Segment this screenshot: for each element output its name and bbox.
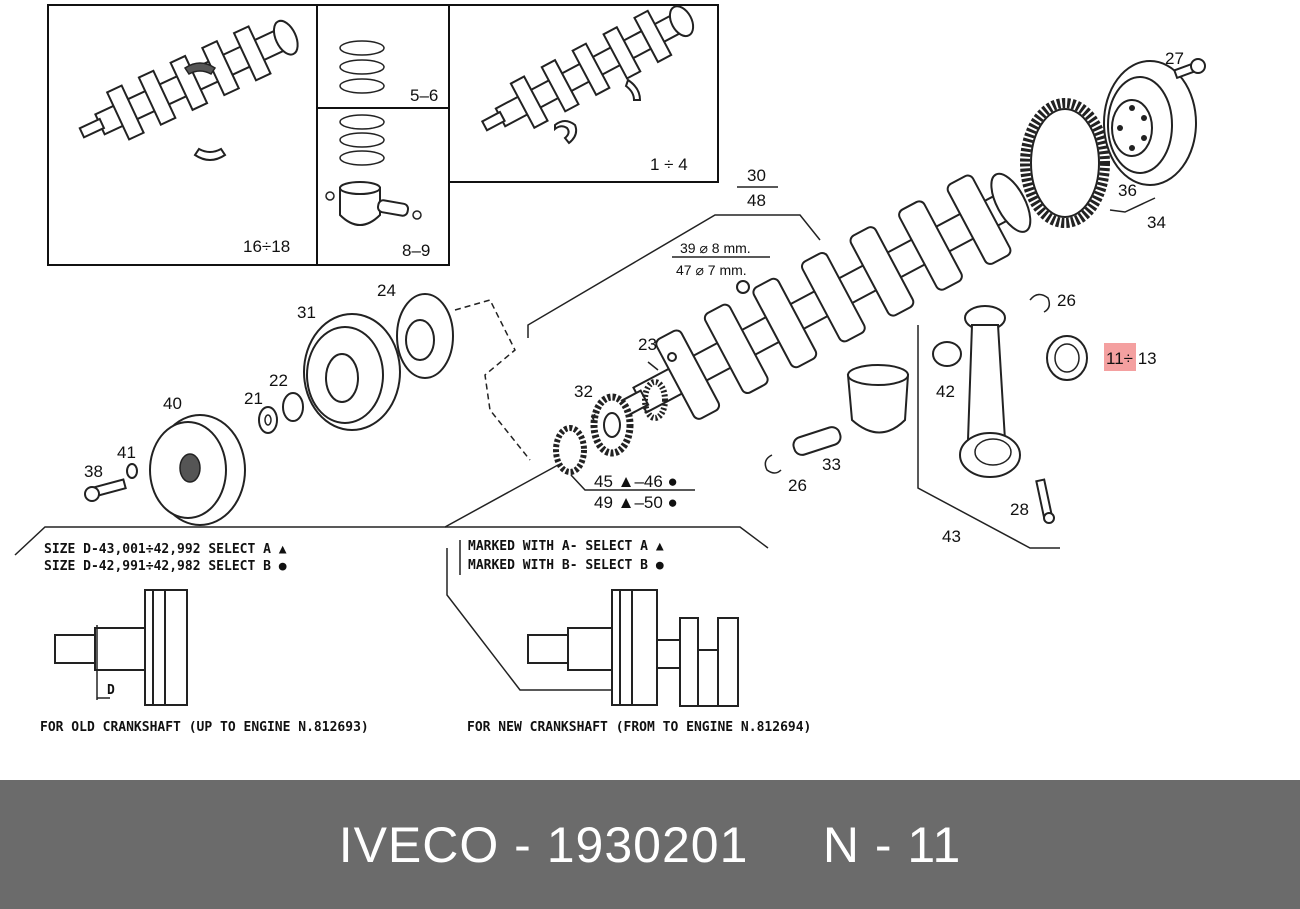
- callout-23: 23: [638, 335, 657, 354]
- gear-45[interactable]: [553, 425, 587, 475]
- caption-old-crankshaft: FOR OLD CRANKSHAFT (UP TO ENGINE N.81269…: [40, 720, 369, 735]
- callout-24: 24: [377, 281, 396, 300]
- callout-48: 48: [747, 191, 766, 210]
- callout-31: 31: [297, 303, 316, 322]
- callout-36: 36: [1118, 181, 1137, 200]
- callout-38: 38: [84, 462, 103, 481]
- footer-title: IVECO - 1930201 N - 11: [0, 780, 1300, 909]
- callout-21: 21: [244, 389, 263, 408]
- crankshaft-main[interactable]: [575, 157, 1045, 464]
- circlip-26b[interactable]: [764, 454, 782, 474]
- connecting-rod[interactable]: [959, 305, 1021, 478]
- gear-32[interactable]: [590, 393, 634, 457]
- piston[interactable]: [846, 364, 910, 434]
- callout-11-13: 11÷ 13: [1106, 349, 1157, 368]
- callout-26-upper: 26: [1057, 291, 1076, 310]
- old-crankshaft-section[interactable]: [54, 589, 188, 706]
- callout-45-46: 45 ▲–46 ●: [594, 472, 678, 491]
- damper-40[interactable]: [149, 414, 246, 526]
- callout-30: 30: [747, 166, 766, 185]
- bolt-28[interactable]: [1035, 478, 1055, 524]
- callout-34: 34: [1147, 213, 1166, 232]
- note-marked-a: MARKED WITH A- SELECT A ▲: [468, 539, 664, 554]
- callout-28: 28: [1010, 500, 1029, 519]
- callout-32: 32: [574, 382, 593, 401]
- new-crankshaft-section[interactable]: [527, 589, 739, 707]
- crank-gear-small[interactable]: [642, 379, 668, 421]
- footer-separator-2: -: [859, 816, 908, 873]
- inset-label-16-18: 16÷18: [243, 237, 290, 256]
- parts-diagram: 16÷18 5–6 8–9 1 ÷ 4: [14, 0, 1206, 735]
- dowel-pin[interactable]: [736, 280, 750, 294]
- ring-gear[interactable]: [1020, 98, 1110, 228]
- flywheel[interactable]: [1103, 60, 1197, 186]
- callout-27: 27: [1165, 49, 1184, 68]
- bolt-38[interactable]: [84, 478, 127, 502]
- footer-position: N: [822, 816, 860, 873]
- callout-49-50: 49 ▲–50 ●: [594, 493, 678, 512]
- note-size-a: SIZE D-43,001÷42,992 SELECT A ▲: [44, 542, 287, 557]
- highlight-marker: [1104, 343, 1136, 371]
- bolt-23[interactable]: [647, 352, 677, 371]
- circlip-26a[interactable]: [1029, 293, 1051, 313]
- exploded-view: 16÷18 5–6 8–9 1 ÷ 4: [14, 0, 1206, 735]
- callout-40: 40: [163, 394, 182, 413]
- flywheel-bolt[interactable]: [1173, 58, 1206, 80]
- callout-42: 42: [936, 382, 955, 401]
- inset-box-rings[interactable]: [316, 4, 450, 109]
- note-marked-b: MARKED WITH B- SELECT B ●: [468, 558, 664, 573]
- callout-26-lower: 26: [788, 476, 807, 495]
- footer-gap: [748, 816, 822, 874]
- inset-box-crankshaft-bearings[interactable]: [47, 4, 318, 266]
- washer-21[interactable]: [258, 406, 278, 434]
- washer-41[interactable]: [126, 463, 138, 479]
- hub-24[interactable]: [396, 293, 454, 379]
- ring-22[interactable]: [282, 392, 304, 422]
- caption-new-crankshaft: FOR NEW CRANKSHAFT (FROM TO ENGINE N.812…: [467, 720, 811, 735]
- callout-39: 39 ⌀ 8 mm.: [680, 240, 751, 256]
- inset-label-8-9: 8–9: [402, 241, 430, 260]
- bushing-42[interactable]: [932, 341, 962, 367]
- piston-pin-33[interactable]: [791, 425, 842, 457]
- callout-33: 33: [822, 455, 841, 474]
- callout-22: 22: [269, 371, 288, 390]
- callout-43: 43: [942, 527, 961, 546]
- footer-brand: IVECO: [338, 816, 500, 873]
- dimension-d-label: D: [107, 683, 115, 698]
- inset-box-new-crankshaft[interactable]: [448, 0, 719, 183]
- footer-part-number: 1930201: [546, 816, 749, 873]
- callout-41: 41: [117, 443, 136, 462]
- note-size-b: SIZE D-42,991÷42,982 SELECT B ●: [44, 559, 287, 574]
- footer-separator: -: [499, 816, 547, 873]
- footer-bar: IVECO - 1930201 N - 11: [0, 780, 1300, 909]
- footer-position-number: 11: [907, 816, 962, 873]
- bearing-shell-11-13[interactable]: [1046, 335, 1088, 381]
- inset-label-5-6: 5–6: [410, 86, 438, 105]
- callout-47: 47 ⌀ 7 mm.: [676, 262, 747, 278]
- pulley-31[interactable]: [303, 313, 401, 431]
- inset-box-piston[interactable]: [316, 107, 450, 266]
- inset-label-1-4: 1 ÷ 4: [650, 155, 688, 174]
